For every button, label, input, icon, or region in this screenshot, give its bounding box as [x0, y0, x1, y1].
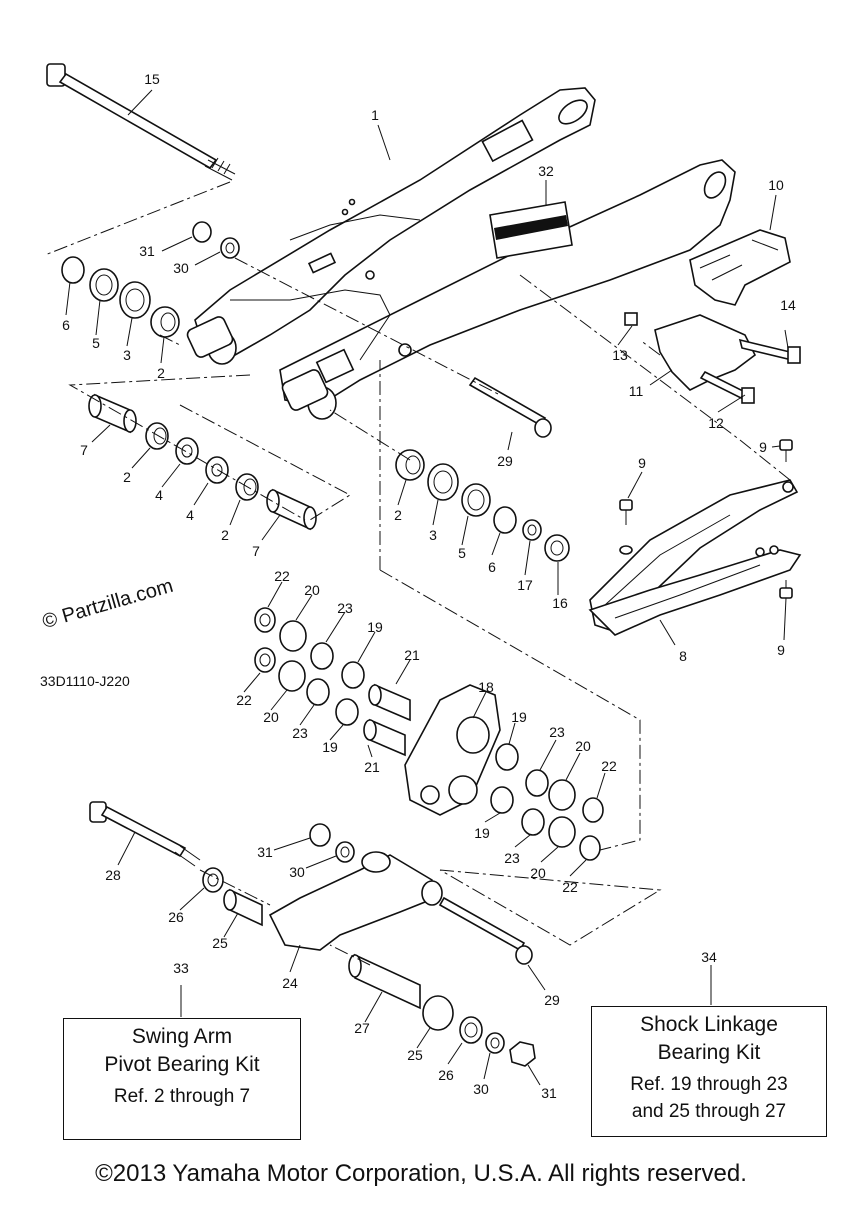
chain-guide [689, 229, 791, 306]
callout-34: 34 [701, 949, 717, 965]
callout-28: 28 [105, 867, 121, 883]
callout-19: 19 [474, 825, 490, 841]
callout-22: 22 [274, 568, 290, 584]
callout-31: 31 [139, 243, 155, 259]
swing-arm-kit-title-line1: Swing Arm [131, 1025, 233, 1048]
callout-20: 20 [575, 738, 591, 754]
callout-13: 13 [612, 347, 628, 363]
callout-3: 3 [429, 527, 437, 543]
callout-31: 31 [541, 1085, 557, 1101]
callout-23: 23 [337, 600, 353, 616]
callout-29: 29 [544, 992, 560, 1008]
callout-19: 19 [322, 739, 338, 755]
callout-20: 20 [304, 582, 320, 598]
connecting-rod [89, 801, 536, 1067]
leader-lines [65, 89, 789, 1086]
callout-2: 2 [123, 469, 131, 485]
shock-linkage-kit-title-line2: Bearing Kit [657, 1041, 761, 1064]
callout-10: 10 [768, 177, 784, 193]
callout-9: 9 [759, 439, 767, 455]
shock-linkage-kit-ref-line2: and 25 through 27 [631, 1101, 787, 1122]
callout-21: 21 [404, 647, 420, 663]
callout-22: 22 [236, 692, 252, 708]
callout-5: 5 [458, 545, 466, 561]
callout-26: 26 [168, 909, 184, 925]
callout-30: 30 [289, 864, 305, 880]
callout-31: 31 [257, 844, 273, 860]
callout-2: 2 [157, 365, 165, 381]
chain-slider [588, 479, 802, 636]
callout-9: 9 [777, 642, 785, 658]
callout-23: 23 [292, 725, 308, 741]
chain-support [624, 312, 801, 404]
callout-2: 2 [394, 507, 402, 523]
right-bearing-stack [395, 449, 570, 562]
callout-2: 2 [221, 527, 229, 543]
callout-9: 9 [638, 455, 646, 471]
callout-7: 7 [80, 442, 88, 458]
callout-15: 15 [144, 71, 160, 87]
callout-11: 11 [629, 383, 644, 399]
callout-3: 3 [123, 347, 131, 363]
diagram-code: 33D1110-J220 [40, 673, 130, 689]
callout-29: 29 [497, 453, 513, 469]
callout-16: 16 [552, 595, 568, 611]
callout-4: 4 [155, 487, 163, 503]
callout-4: 4 [186, 507, 194, 523]
callout-14: 14 [780, 297, 796, 313]
callout-12: 12 [708, 415, 724, 431]
callout-5: 5 [92, 335, 100, 351]
callout-22: 22 [601, 758, 617, 774]
callout-25: 25 [407, 1047, 423, 1063]
callout-24: 24 [282, 975, 298, 991]
pivot-shaft [46, 63, 236, 181]
callout-20: 20 [263, 709, 279, 725]
shock-linkage-kit-box: Shock Linkage Bearing Kit Ref. 19 throug… [591, 1006, 827, 1137]
collar-stack [88, 393, 317, 531]
callout-19: 19 [367, 619, 383, 635]
left-bearing-stack [61, 221, 240, 338]
callout-6: 6 [62, 317, 70, 333]
callout-22: 22 [562, 879, 578, 895]
callout-25: 25 [212, 935, 228, 951]
callout-30: 30 [173, 260, 189, 276]
callout-6: 6 [488, 559, 496, 575]
callout-17: 17 [517, 577, 533, 593]
callout-30: 30 [473, 1081, 489, 1097]
callout-21: 21 [364, 759, 380, 775]
swing-arm [186, 87, 736, 420]
sticker [489, 201, 573, 259]
assembly-lines [44, 181, 791, 966]
callout-8: 8 [679, 648, 687, 664]
callout-19: 19 [511, 709, 527, 725]
relay-arm [254, 607, 604, 861]
callout-7: 7 [252, 543, 260, 559]
callout-labels: 15 1 32 10 31 30 6 5 3 2 14 13 11 12 7 2… [62, 71, 796, 1101]
swing-arm-kit-title-line2: Pivot Bearing Kit [104, 1053, 260, 1076]
swing-arm-kit-box: Swing Arm Pivot Bearing Kit Ref. 2 throu… [63, 1018, 301, 1140]
callout-26: 26 [438, 1067, 454, 1083]
shock-linkage-kit-title-line1: Shock Linkage [640, 1013, 778, 1036]
copyright-notice: ©2013 Yamaha Motor Corporation, U.S.A. A… [95, 1160, 747, 1187]
callout-20: 20 [530, 865, 546, 881]
callout-27: 27 [354, 1020, 370, 1036]
callout-18: 18 [478, 679, 494, 695]
swing-arm-kit-ref: Ref. 2 through 7 [113, 1086, 251, 1107]
callout-33: 33 [173, 960, 189, 976]
bolt-upper [468, 376, 552, 438]
callout-1: 1 [371, 107, 379, 123]
screws [619, 439, 793, 599]
shock-linkage-kit-ref-line1: Ref. 19 through 23 [630, 1074, 788, 1095]
callout-23: 23 [549, 724, 565, 740]
callout-23: 23 [504, 850, 520, 866]
callout-32: 32 [538, 163, 554, 179]
